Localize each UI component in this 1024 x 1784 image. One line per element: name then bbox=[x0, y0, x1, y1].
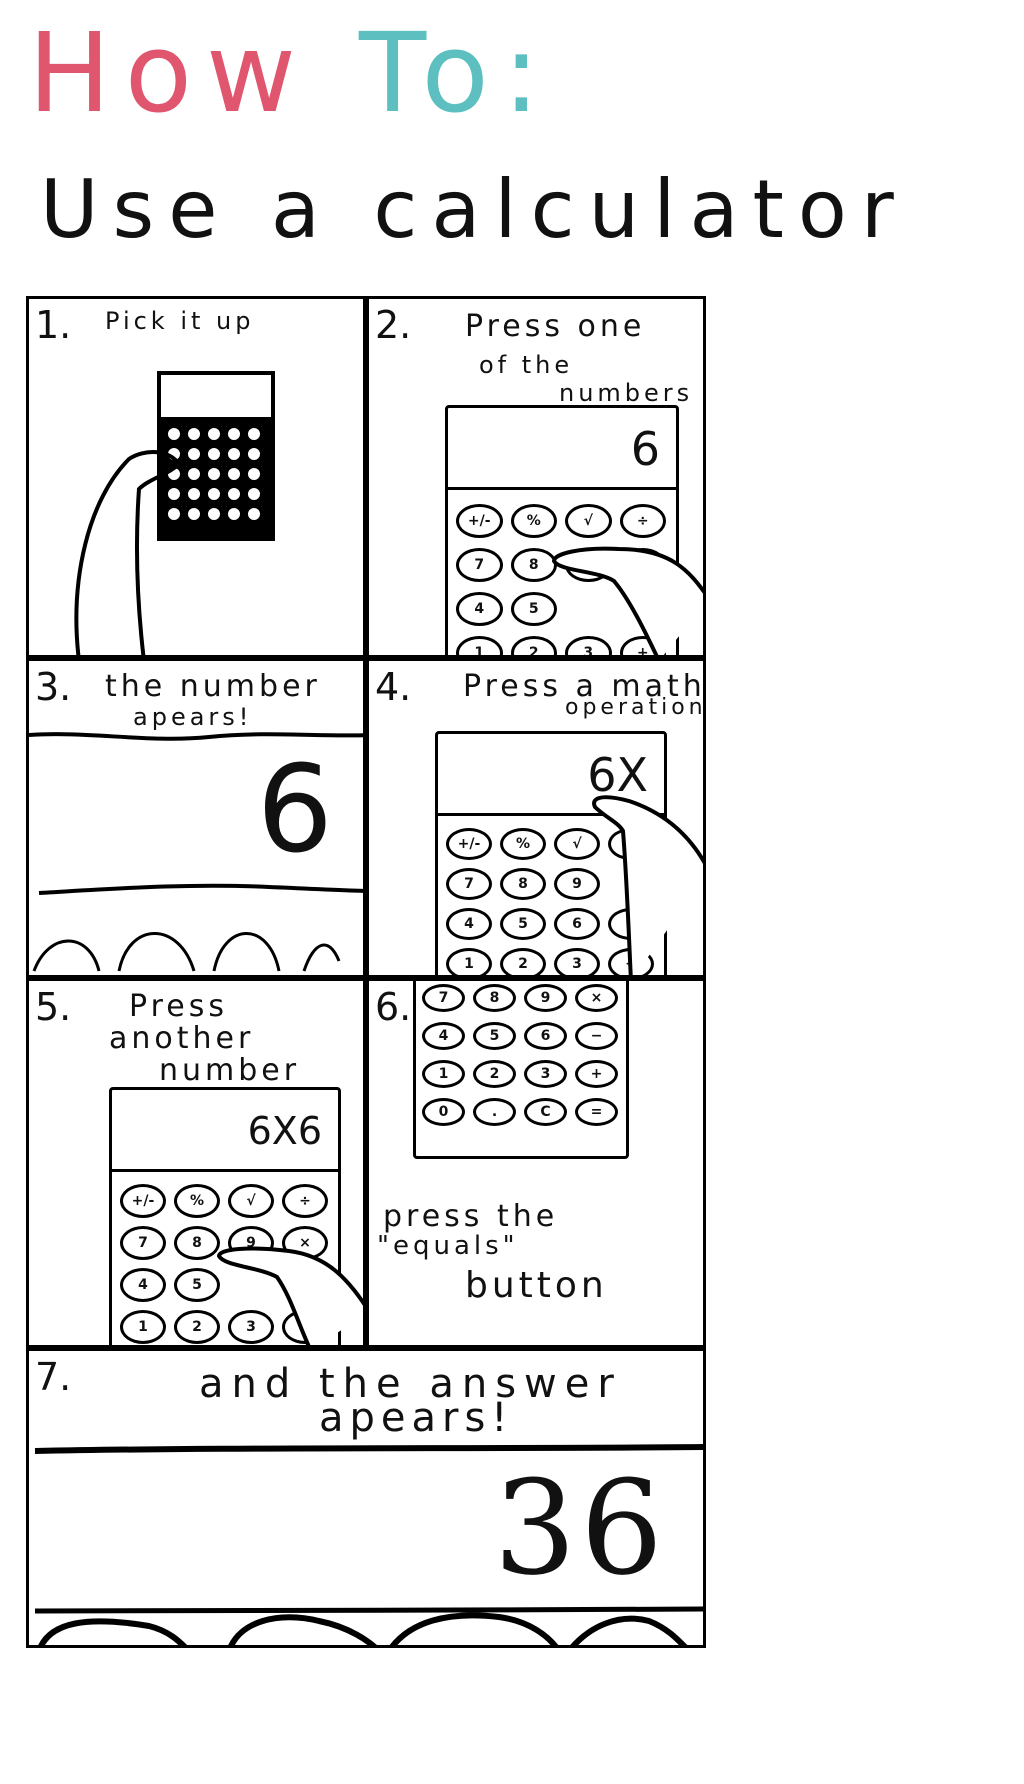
panel-3: 3. the number apears! 6 bbox=[26, 658, 366, 978]
calculator-key[interactable]: 4 bbox=[446, 908, 492, 940]
panel-number: 5. bbox=[35, 985, 72, 1029]
panel-caption-line-2: apears! bbox=[133, 703, 253, 731]
calculator-key[interactable]: 9 bbox=[554, 868, 600, 900]
calculator-key[interactable]: 2 bbox=[500, 948, 546, 975]
equals-key[interactable]: = bbox=[575, 1098, 618, 1126]
calculator-key[interactable]: ÷ bbox=[282, 1184, 328, 1218]
calculator-key[interactable]: ÷ bbox=[619, 504, 666, 538]
panel-number: 6. bbox=[375, 985, 412, 1029]
calculator-key[interactable]: 1 bbox=[456, 636, 503, 655]
panel-number: 1. bbox=[35, 303, 72, 347]
title-to: To: bbox=[358, 9, 554, 137]
pressing-finger-illustration bbox=[592, 795, 703, 975]
calculator-key[interactable]: √ bbox=[565, 504, 612, 538]
calculator-key[interactable]: × bbox=[575, 984, 618, 1012]
panel-caption-line-1: press the bbox=[383, 1199, 559, 1234]
calculator-key[interactable]: 6 bbox=[554, 908, 600, 940]
calculator-display: 6X6 bbox=[112, 1090, 338, 1172]
page-subtitle: Use a calculator bbox=[40, 163, 908, 256]
calculator-key[interactable]: % bbox=[500, 828, 546, 860]
calculator-key[interactable]: 8 bbox=[174, 1226, 220, 1260]
calculator-key[interactable]: + bbox=[575, 1060, 618, 1088]
panel-caption-line-3: number bbox=[159, 1053, 301, 1088]
display-value: 6 bbox=[256, 741, 333, 880]
calculator-key[interactable]: 7 bbox=[422, 984, 465, 1012]
panel-caption-line-1: Press bbox=[129, 989, 228, 1024]
calculator-key[interactable]: 5 bbox=[510, 592, 557, 626]
calculator-key[interactable]: 1 bbox=[446, 948, 492, 975]
calculator-key[interactable]: % bbox=[510, 504, 557, 538]
calculator-key[interactable]: 0 bbox=[422, 1098, 465, 1126]
calculator-display: 6X bbox=[438, 734, 664, 816]
hand-holding-calculator-illustration bbox=[74, 371, 275, 655]
calculator-key[interactable]: C bbox=[524, 1098, 567, 1126]
panel-2: 2. Press one of the numbers 6 +/- % √ ÷ … bbox=[366, 296, 706, 658]
display-closeup-illustration bbox=[34, 1444, 703, 1645]
calculator-key[interactable]: 6 bbox=[524, 1022, 567, 1050]
calculator-key[interactable]: +/- bbox=[446, 828, 492, 860]
calculator-key[interactable]: 5 bbox=[473, 1022, 516, 1050]
panel-caption-line-2: "equals" bbox=[377, 1231, 519, 1261]
calculator-key[interactable]: 1 bbox=[120, 1310, 166, 1344]
calculator-key[interactable]: 2 bbox=[174, 1310, 220, 1344]
calculator-key[interactable]: 7 bbox=[446, 868, 492, 900]
calculator-key[interactable]: 8 bbox=[473, 984, 516, 1012]
calculator-keypad: 7 8 9 × 4 5 6 − 1 2 3 + 0 . C = bbox=[422, 984, 618, 1126]
panel-number: 3. bbox=[35, 665, 72, 709]
panel-number: 2. bbox=[375, 303, 412, 347]
pressing-finger-illustration bbox=[216, 1246, 363, 1345]
calculator-key[interactable]: +/- bbox=[120, 1184, 166, 1218]
display-closeup-illustration bbox=[29, 732, 363, 972]
calculator-key[interactable]: 3 bbox=[565, 636, 612, 655]
panel-1: 1. Pick it up bbox=[26, 296, 366, 658]
calculator-key[interactable]: 3 bbox=[554, 948, 600, 975]
calculator-key[interactable]: √ bbox=[228, 1184, 274, 1218]
panel-caption-line-2: apears! bbox=[319, 1395, 514, 1441]
calculator-key[interactable]: . bbox=[473, 1098, 516, 1126]
calculator-key[interactable]: 7 bbox=[456, 548, 503, 582]
calculator-key[interactable]: 9 bbox=[524, 984, 567, 1012]
panel-number: 4. bbox=[375, 665, 412, 709]
answer-display-value: 36 bbox=[493, 1452, 667, 1604]
calculator-key[interactable]: 2 bbox=[473, 1060, 516, 1088]
panel-4: 4. Press a math operation 6X +/- % √ ÷ 7… bbox=[366, 658, 706, 978]
calculator-key[interactable]: 5 bbox=[174, 1268, 220, 1302]
panel-caption-line-2: another bbox=[109, 1021, 255, 1056]
panel-caption-line-1: and the answer bbox=[199, 1361, 622, 1407]
panel-caption-line-1: the number bbox=[105, 669, 321, 704]
pressing-finger-illustration bbox=[551, 546, 703, 655]
calculator-key[interactable]: 3 bbox=[228, 1310, 274, 1344]
title-how: How bbox=[28, 9, 310, 137]
calculator-key[interactable]: √ bbox=[554, 828, 600, 860]
calculator-key[interactable]: 3 bbox=[524, 1060, 567, 1088]
calculator-key[interactable]: 4 bbox=[456, 592, 503, 626]
calculator-display: 6 bbox=[448, 408, 676, 490]
calculator-key[interactable]: 1 bbox=[422, 1060, 465, 1088]
panel-7: 7. and the answer apears! 36 bbox=[26, 1348, 706, 1648]
calculator: 7 8 9 × 4 5 6 − 1 2 3 + 0 . C = bbox=[413, 981, 629, 1159]
panel-caption-line-2: of the bbox=[479, 351, 574, 379]
panel-5: 5. Press another number 6X6 +/- % √ ÷ 7 … bbox=[26, 978, 366, 1348]
calculator-key[interactable]: − bbox=[575, 1022, 618, 1050]
panel-caption-line-1: Press one bbox=[465, 309, 646, 344]
calculator-key[interactable]: 4 bbox=[120, 1268, 166, 1302]
panel-caption-line-2: operation bbox=[565, 695, 706, 720]
calculator-key[interactable]: 5 bbox=[500, 908, 546, 940]
page-title: How To: bbox=[28, 18, 554, 128]
calculator-key[interactable]: % bbox=[174, 1184, 220, 1218]
calculator-key[interactable]: +/- bbox=[456, 504, 503, 538]
panel-caption: Pick it up bbox=[105, 307, 255, 335]
panel-caption-line-3: numbers bbox=[559, 379, 694, 407]
calculator-key[interactable]: 7 bbox=[120, 1226, 166, 1260]
panel-number: 7. bbox=[35, 1355, 72, 1399]
calculator-key[interactable]: 8 bbox=[500, 868, 546, 900]
panel-caption-line-1: Press a math bbox=[463, 669, 706, 704]
calculator-key[interactable]: 4 bbox=[422, 1022, 465, 1050]
panel-6: 6. 7 8 9 × 4 5 6 − 1 2 3 + 0 . C = press… bbox=[366, 978, 706, 1348]
panel-caption-line-3: button bbox=[465, 1265, 608, 1306]
